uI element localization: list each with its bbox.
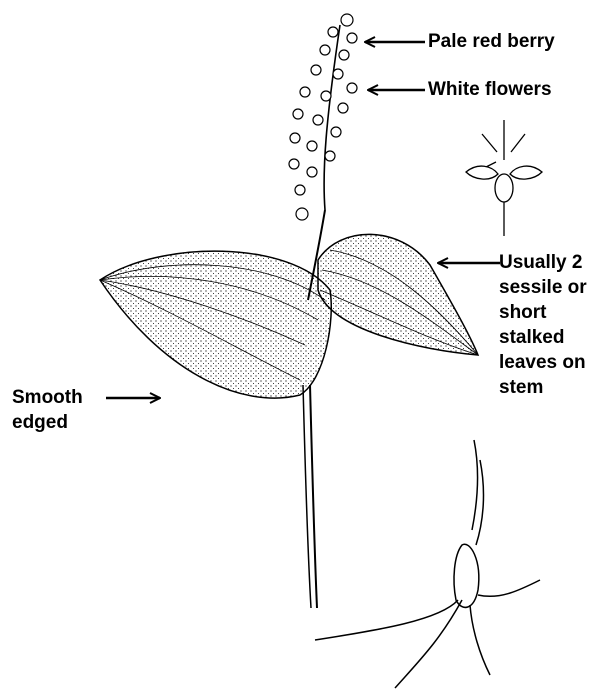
edge-label-line: edged	[12, 410, 83, 435]
leaves-label-line: stalked	[499, 325, 587, 350]
edge-label: Smooth edged	[12, 385, 83, 435]
left-leaf	[100, 251, 331, 398]
flower-raceme	[289, 14, 357, 220]
leaves-label-line: stem	[499, 375, 587, 400]
leaves-label-line: sessile or	[499, 275, 587, 300]
leaves-label: Usually 2 sessile or short stalked leave…	[499, 250, 587, 400]
leaves-label-line: Usually 2	[499, 250, 587, 275]
leaves-label-line: leaves on	[499, 350, 587, 375]
rhizome-roots	[315, 440, 540, 688]
flower-detail	[466, 120, 542, 236]
edge-label-line: Smooth	[12, 385, 83, 410]
berry-label: Pale red berry	[428, 29, 555, 54]
flowers-label: White flowers	[428, 77, 552, 102]
right-leaf	[318, 234, 478, 355]
leaves-label-line: short	[499, 300, 587, 325]
